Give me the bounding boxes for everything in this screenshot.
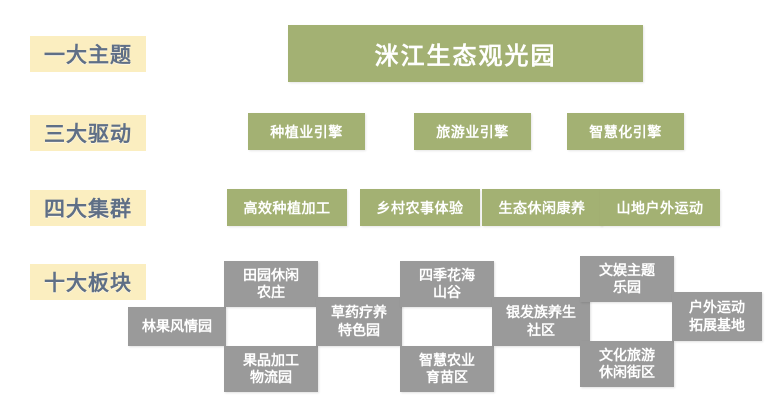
main-title-text: 洣江生态观光园 xyxy=(374,43,557,70)
row-label-drivers: 三大驱动 xyxy=(30,115,146,151)
driver-box-3: 智慧化引擎 xyxy=(567,113,684,150)
driver-label-2: 旅游业引擎 xyxy=(436,123,509,140)
section-label-10-line1: 户外运动 xyxy=(689,299,745,316)
section-label-8: 文娱主题 乐园 xyxy=(596,262,658,296)
cluster-box-3: 生态休闲康养 xyxy=(482,189,602,226)
section-label-5: 四季花海 山谷 xyxy=(416,267,478,301)
section-label-6-line2: 育苗区 xyxy=(426,369,468,385)
section-label-7-line1: 银发族养生 xyxy=(506,304,576,321)
section-label-4: 草药疗养 特色园 xyxy=(328,304,390,338)
row-label-clusters-text: 四大集群 xyxy=(44,198,132,221)
section-label-2-line1: 田园休闲 xyxy=(243,266,299,283)
row-label-clusters: 四大集群 xyxy=(30,190,146,226)
section-label-10-line2: 拓展基地 xyxy=(689,316,745,333)
section-label-6: 智慧农业 育苗区 xyxy=(416,352,478,386)
section-box-8: 文娱主题 乐园 xyxy=(580,256,674,302)
section-box-9: 文化旅游 休闲街区 xyxy=(580,341,674,387)
section-label-5-line2: 山谷 xyxy=(433,284,461,300)
section-label-5-line1: 四季花海 xyxy=(419,266,475,283)
cluster-label-2: 乡村农事体验 xyxy=(376,199,464,216)
section-box-2: 田园休闲 农庄 xyxy=(224,261,318,307)
cluster-box-2: 乡村农事体验 xyxy=(360,189,480,226)
section-label-9-line2: 休闲街区 xyxy=(599,364,655,380)
row-label-theme: 一大主题 xyxy=(30,36,146,72)
section-label-9-line1: 文化旅游 xyxy=(599,346,655,363)
section-box-7: 银发族养生 社区 xyxy=(492,297,590,346)
section-box-4: 草药疗养 特色园 xyxy=(316,297,402,346)
section-label-3: 果品加工 物流园 xyxy=(240,352,302,386)
section-label-10: 户外运动 拓展基地 xyxy=(686,299,748,333)
section-label-4-line1: 草药疗养 xyxy=(331,304,387,321)
section-box-10: 户外运动 拓展基地 xyxy=(672,292,762,341)
section-label-1: 林果风情园 xyxy=(142,317,212,334)
driver-label-1: 种植业引擎 xyxy=(270,123,343,140)
cluster-label-4: 山地户外运动 xyxy=(616,199,704,216)
section-label-9: 文化旅游 休闲街区 xyxy=(596,347,658,381)
section-label-4-line2: 特色园 xyxy=(338,321,380,338)
section-label-7: 银发族养生 社区 xyxy=(503,304,579,338)
section-label-7-line2: 社区 xyxy=(527,321,555,338)
section-label-2-line2: 农庄 xyxy=(257,284,285,300)
driver-box-1: 种植业引擎 xyxy=(248,113,365,150)
section-label-3-line2: 物流园 xyxy=(250,369,292,385)
driver-box-2: 旅游业引擎 xyxy=(414,113,531,150)
cluster-label-1: 高效种植加工 xyxy=(243,199,331,216)
cluster-box-1: 高效种植加工 xyxy=(227,189,347,226)
driver-label-3: 智慧化引擎 xyxy=(589,123,662,140)
section-box-6: 智慧农业 育苗区 xyxy=(400,346,494,392)
section-label-2: 田园休闲 农庄 xyxy=(240,267,302,301)
cluster-box-4: 山地户外运动 xyxy=(600,189,720,226)
section-label-8-line1: 文娱主题 xyxy=(599,261,655,278)
main-title-box: 洣江生态观光园 xyxy=(288,25,643,82)
section-box-5: 四季花海 山谷 xyxy=(400,261,494,307)
section-label-6-line1: 智慧农业 xyxy=(419,351,475,368)
section-label-3-line1: 果品加工 xyxy=(243,351,299,368)
row-label-sections-text: 十大板块 xyxy=(44,272,132,295)
section-box-3: 果品加工 物流园 xyxy=(224,346,318,392)
section-label-8-line2: 乐园 xyxy=(613,279,641,295)
cluster-label-3: 生态休闲康养 xyxy=(498,199,586,216)
row-label-sections: 十大板块 xyxy=(30,264,146,300)
section-box-1: 林果风情园 xyxy=(128,307,226,346)
row-label-drivers-text: 三大驱动 xyxy=(44,123,132,146)
row-label-theme-text: 一大主题 xyxy=(44,44,132,67)
